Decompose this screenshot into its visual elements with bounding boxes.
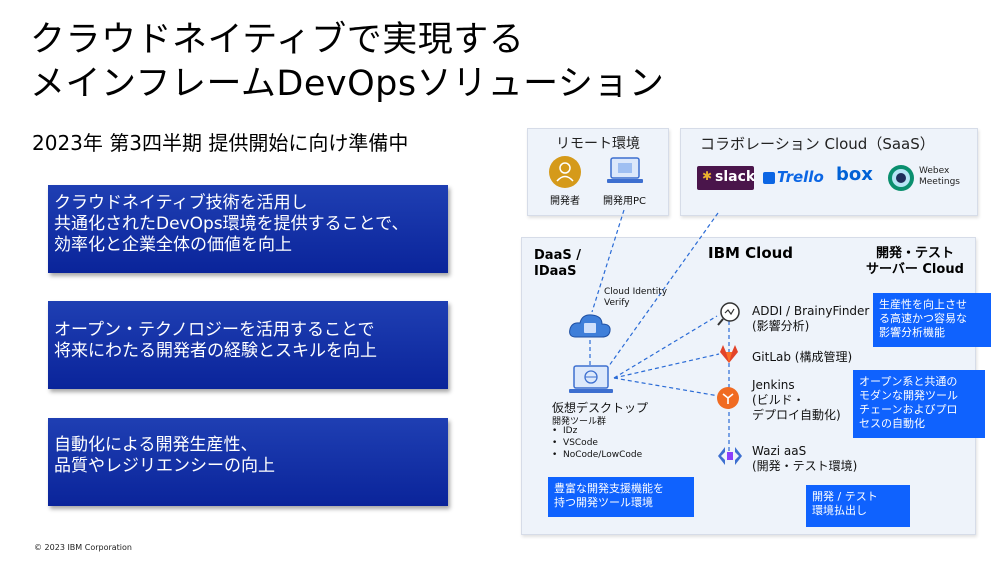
subtitle: 2023年 第3四半期 提供開始に向け準備中	[32, 131, 409, 155]
addi-label: ADDI / BrainyFinder (影響分析)	[752, 304, 869, 334]
addi-callout-line-1: 生産性を向上させ	[879, 298, 967, 311]
wazi-line-1: Wazi aaS	[752, 444, 807, 458]
devtest-cloud-label: 開発・テスト サーバー Cloud	[866, 246, 964, 278]
collab-panel-title: コラボレーション Cloud（SaaS）	[700, 135, 935, 153]
benefit-1-line-1: クラウドネイティブ技術を活用し	[54, 193, 308, 213]
copyright: © 2023 IBM Corporation	[34, 543, 132, 552]
jenkins-icon	[717, 387, 739, 409]
line-desktop-to-gitlab	[613, 353, 720, 379]
jenkins-callout-line-1: オープン系と共通の	[859, 375, 958, 388]
developer-icon	[549, 156, 581, 188]
addi-callout-line-2: る高速かつ容易な	[879, 312, 967, 325]
tool-nocode: NoCode/LowCode	[563, 450, 643, 460]
dev-tools-callout-line-1: 豊富な開発支援機能を	[554, 482, 664, 495]
jenkins-callout-line-4: セスの自動化	[859, 417, 925, 430]
jenkins-callout: オープン系と共通の モダンな開発ツール チェーンおよびプロ セスの自動化	[853, 370, 985, 438]
addi-line-2: (影響分析)	[752, 319, 810, 333]
dev-tools-callout-line-2: 持つ開発ツール環境	[554, 496, 653, 509]
gitlab-label: GitLab (構成管理)	[752, 350, 853, 364]
wazi-label: Wazi aaS (開発・テスト環境)	[752, 444, 857, 474]
pc-icon	[607, 157, 643, 183]
benefit-box-2: オープン・テクノロジーを活用することで 将来にわたる開発者の経験とスキルを向上	[48, 301, 448, 389]
addi-callout-line-3: 影響分析機能	[879, 326, 945, 339]
virtual-desktop-title: 仮想デスクトップ	[552, 401, 649, 415]
line-desktop-to-jenkins	[613, 377, 720, 397]
daas-line-2: IDaaS	[534, 264, 577, 279]
tool-vscode: VSCode	[563, 438, 598, 448]
jenkins-callout-line-3: チェーンおよびプロ	[859, 403, 958, 416]
addi-search-icon	[717, 302, 740, 326]
gitlab-icon	[720, 345, 738, 363]
benefit-3-line-1: 自動化による開発生産性、	[54, 435, 258, 455]
benefit-1-line-3: 効率化と企業全体の価値を向上	[54, 235, 292, 255]
devtest-line-1: 開発・テスト	[875, 246, 954, 261]
benefit-1-line-2: 共通化されたDevOps環境を提供することで、	[54, 214, 409, 234]
benefit-box-3: 自動化による開発生産性、 品質やレジリエンシーの向上	[48, 418, 448, 506]
jenkins-label: Jenkins (ビルド・ デプロイ自動化)	[752, 378, 841, 423]
slack-logo: ✱ slack	[697, 166, 756, 190]
identity-label: Cloud Identity Verify	[604, 287, 667, 309]
cloud-identity-icon	[569, 314, 611, 338]
identity-line-2: Verify	[604, 298, 630, 308]
devtest-line-2: サーバー Cloud	[866, 262, 964, 277]
box-logo: box	[836, 164, 873, 185]
webex-line-1: Webex	[919, 166, 950, 176]
page-title-line-1: クラウドネイティブで実現する	[30, 20, 525, 60]
addi-line-1: ADDI / BrainyFinder	[752, 304, 870, 318]
wazi-callout: 開発 / テスト 環境払出し	[806, 485, 910, 527]
slack-hash-icon: ✱	[702, 169, 713, 183]
daas-line-1: DaaS /	[534, 248, 581, 263]
page-title-line-2: メインフレームDevOpsソリューション	[30, 64, 665, 104]
list-item: • VSCode	[552, 438, 598, 448]
daas-label: DaaS / IDaaS	[534, 248, 581, 280]
benefit-2-line-2: 将来にわたる開発者の経験とスキルを向上	[54, 341, 377, 361]
benefit-box-1: クラウドネイティブ技術を活用し 共通化されたDevOps環境を提供することで、 …	[48, 185, 448, 273]
tool-idz: IDz	[563, 426, 578, 436]
trello-icon	[763, 172, 775, 184]
line-desktop-to-addi	[613, 315, 718, 379]
jenkins-line-2: (ビルド・	[752, 393, 805, 407]
line-pc-to-identity	[591, 209, 625, 313]
identity-line-1: Cloud Identity	[604, 287, 668, 297]
addi-callout: 生産性を向上させ る高速かつ容易な 影響分析機能	[873, 293, 991, 347]
wazi-callout-line-1: 開発 / テスト	[812, 490, 878, 503]
developer-label: 開発者	[550, 196, 580, 207]
remote-panel-title: リモート環境	[556, 136, 640, 152]
benefit-3-line-2: 品質やレジリエンシーの向上	[54, 456, 275, 476]
jenkins-line-3: デプロイ自動化)	[752, 408, 841, 422]
webex-line-2: Meetings	[919, 177, 960, 187]
webex-label: Webex Meetings	[919, 166, 960, 188]
webex-icon	[888, 165, 914, 191]
wazi-line-2: (開発・テスト環境)	[752, 459, 858, 473]
wazi-callout-line-2: 環境払出し	[812, 504, 867, 517]
tool-list: • IDz • VSCode • NoCode/LowCode	[552, 425, 642, 461]
dev-tools-label: 開発ツール群	[552, 417, 607, 427]
jenkins-callout-line-2: モダンな開発ツール	[859, 389, 958, 402]
slack-text: slack	[715, 169, 756, 185]
benefit-2-line-1: オープン・テクノロジーを活用することで	[54, 320, 375, 340]
ibm-cloud-label: IBM Cloud	[708, 244, 794, 262]
wazi-icon	[718, 447, 742, 465]
list-item: • NoCode/LowCode	[552, 450, 643, 460]
jenkins-line-1: Jenkins	[752, 378, 795, 392]
list-item: • IDz	[552, 426, 578, 436]
trello-logo: Trello	[763, 166, 824, 190]
virtual-desktop-icon	[569, 365, 613, 393]
pc-label: 開発用PC	[603, 196, 647, 207]
trello-text: Trello	[777, 168, 824, 186]
dev-tools-callout: 豊富な開発支援機能を 持つ開発ツール環境	[548, 477, 694, 517]
